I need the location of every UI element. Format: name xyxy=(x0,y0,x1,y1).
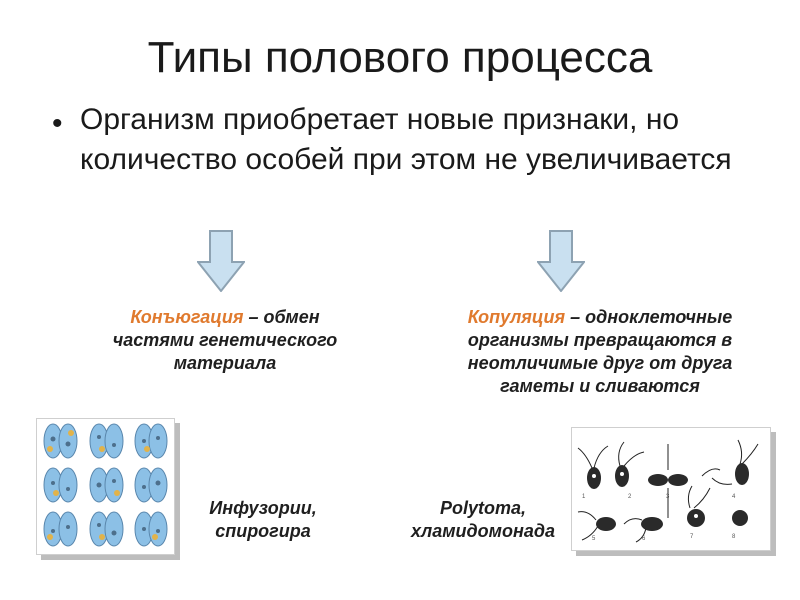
bullet-text: Организм приобретает новые признаки, но … xyxy=(80,103,732,176)
term-conjugation: Конъюгация xyxy=(130,307,244,327)
svg-text:5: 5 xyxy=(592,536,596,542)
down-arrow-icon xyxy=(197,230,245,292)
infusoria-figure xyxy=(36,418,175,555)
conjugation-description: Конъюгация – обмен частями генетического… xyxy=(90,306,360,375)
term-copulation: Копуляция xyxy=(467,307,566,327)
svg-text:2: 2 xyxy=(628,494,632,500)
copulation-text: – одноклеточные организмы превращаются в… xyxy=(467,307,733,396)
slide-title: Типы полового процесса xyxy=(147,33,653,82)
svg-text:1: 1 xyxy=(582,494,586,500)
svg-text:3: 3 xyxy=(666,494,670,500)
svg-text:7: 7 xyxy=(690,534,694,540)
infusoria-illustration xyxy=(43,423,168,547)
conjugation-text: – обмен частями генетического материала xyxy=(112,307,338,373)
svg-text:8: 8 xyxy=(732,534,736,540)
svg-text:6: 6 xyxy=(642,536,646,542)
copulation-caption: Polytoma, хламидомонада xyxy=(411,498,555,541)
svg-text:4: 4 xyxy=(732,494,736,500)
down-arrow-icon xyxy=(537,230,585,292)
conjugation-caption: Инфузории, спирогира xyxy=(209,498,317,541)
polytoma-figure: 1 2 3 4 5 6 7 8 xyxy=(571,427,771,551)
polytoma-illustration: 1 2 3 4 5 6 7 8 xyxy=(577,439,759,543)
copulation-description: Копуляция – одноклеточные организмы прев… xyxy=(430,306,770,398)
bullet-dot-icon: • xyxy=(52,107,63,140)
